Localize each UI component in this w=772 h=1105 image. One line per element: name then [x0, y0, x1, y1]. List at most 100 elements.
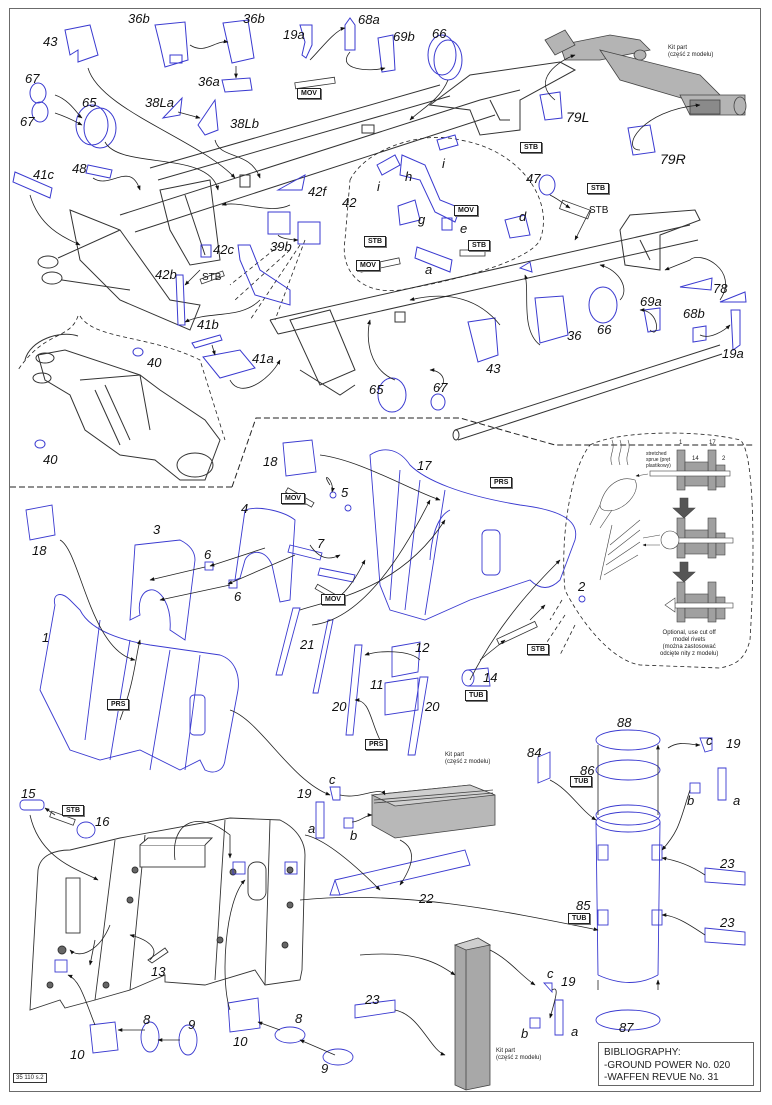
part-label: 36b [243, 11, 265, 26]
part-label: 19 [726, 736, 741, 751]
part-label: 36a [198, 74, 220, 89]
inset-part-num: 2 [722, 456, 726, 462]
sprue-note-line: sprue (pręt [646, 456, 671, 463]
part-label: 67 [25, 71, 40, 86]
part-label: 7 [317, 536, 325, 551]
part-label: 16 [95, 814, 110, 829]
tag-mov: MOV [454, 205, 478, 216]
part-label: 40 [43, 452, 58, 467]
part-label: 79R [660, 151, 686, 167]
part-label: 86 [580, 763, 595, 778]
part-label: 41a [252, 351, 274, 366]
inset-callout-dashed [17, 239, 306, 441]
part-label: c [706, 733, 713, 748]
part-label: 40 [147, 355, 162, 370]
inset-part-num: 17 [709, 440, 716, 446]
main-chassis-rail [37, 61, 723, 441]
part-label: 68a [358, 12, 380, 27]
part-label: 47 [526, 171, 541, 186]
part-label: 23 [720, 915, 735, 930]
leader-lines-top [29, 26, 731, 391]
kit-part-note-line-pl: (część z modelu) [668, 51, 714, 58]
part-label: 18 [32, 543, 47, 558]
part-label: 66 [432, 26, 447, 41]
leader-lines-middle [59, 454, 561, 796]
bibliography-entry: -WAFFEN REVUE No. 31 [604, 1072, 719, 1083]
part-label: 20 [425, 699, 440, 714]
tag-mov: MOV [321, 594, 345, 605]
part-label: 20 [332, 699, 347, 714]
bibliography-heading: BIBLIOGRAPHY: [604, 1047, 681, 1058]
inset-part-num: 14 [692, 456, 699, 462]
part-label: 36b [128, 11, 150, 26]
part-label: 65 [369, 382, 384, 397]
tag-tub: TUB [568, 913, 591, 924]
part-label: h [405, 169, 413, 184]
part-label: 1 [42, 630, 50, 645]
part-label: a [571, 1024, 579, 1039]
part-label: 21 [300, 637, 315, 652]
group-42-bubble [343, 137, 544, 292]
part-label: 9 [188, 1017, 196, 1032]
part-label: 19a [283, 27, 305, 42]
kit-part-note-line: Kit part [668, 45, 688, 51]
optional-note-line: Optional, use cut off [662, 630, 716, 636]
part-label: 8 [143, 1012, 151, 1027]
part-label: 78 [713, 281, 728, 296]
part-label: 4 [241, 501, 249, 516]
part-label: 69b [393, 29, 415, 44]
hull-plates [25, 439, 586, 773]
photo-etch-parts-bottom [19, 729, 746, 1066]
part-label: i [442, 156, 445, 171]
part-label: 10 [70, 1047, 85, 1062]
bibliography-entry: -GROUND POWER No. 020 [604, 1059, 731, 1071]
tag-prs: PRS [365, 739, 388, 750]
part-label: 19 [297, 786, 312, 801]
gun-sight-kit-part [544, 29, 747, 116]
section-dividers [10, 417, 755, 488]
kit-part-note-line-pl: (część z modelu) [445, 758, 491, 765]
part-label: 15 [21, 786, 36, 801]
part-label: 42c [213, 242, 234, 257]
part-label: g [418, 212, 426, 227]
part-label: 43 [43, 34, 58, 49]
rear-hull-plate [29, 817, 306, 1011]
part-label: 12 [415, 640, 430, 655]
part-label: b [521, 1026, 529, 1041]
part-label: STB [202, 272, 222, 283]
tag-mov: MOV [297, 88, 321, 99]
kit-part-note-line-pl: (część z modelu) [496, 1054, 542, 1061]
optional-note-line: (można zastosować [662, 643, 716, 650]
part-label: 42 [342, 195, 357, 210]
part-label: 41b [197, 317, 219, 332]
optional-note-line: model rivets [673, 636, 706, 643]
rivet-inset-diagram [589, 439, 734, 623]
part-label: 43 [486, 361, 501, 376]
part-label: 17 [417, 458, 432, 473]
bibliography-box: BIBLIOGRAPHY: -GROUND POWER No. 020 -WAF… [598, 1042, 754, 1086]
optional-note-line: odcięte nity z modelu) [660, 650, 719, 657]
part-label: 39b [270, 239, 292, 254]
part-label: 9 [321, 1061, 329, 1076]
sheet-frame [9, 8, 761, 1092]
tag-mov: MOV [281, 493, 305, 504]
part-label: a [425, 262, 433, 277]
leader-lines-bottom [29, 743, 706, 1056]
tag-stb: STB [520, 142, 542, 153]
tag-stb: STB [468, 240, 490, 251]
optional-rivets-note: Optional, use cut off model rivets (możn… [660, 630, 718, 658]
sheet-code: 35 110 s.2 [13, 1073, 47, 1083]
inset-part-num: 1 [679, 440, 683, 446]
part-label: 68b [683, 306, 705, 321]
part-label: 41c [33, 167, 54, 182]
part-label: 13 [151, 964, 166, 979]
tag-stb: STB [364, 236, 386, 247]
sprue-note-line: stretched [646, 451, 667, 457]
part-label: 19 [561, 974, 576, 989]
kit-part-note: Kit part (część z modelu) [445, 752, 490, 766]
part-label: 11 [370, 677, 384, 692]
part-label: a [308, 821, 316, 836]
part-label: 65 [82, 95, 97, 110]
